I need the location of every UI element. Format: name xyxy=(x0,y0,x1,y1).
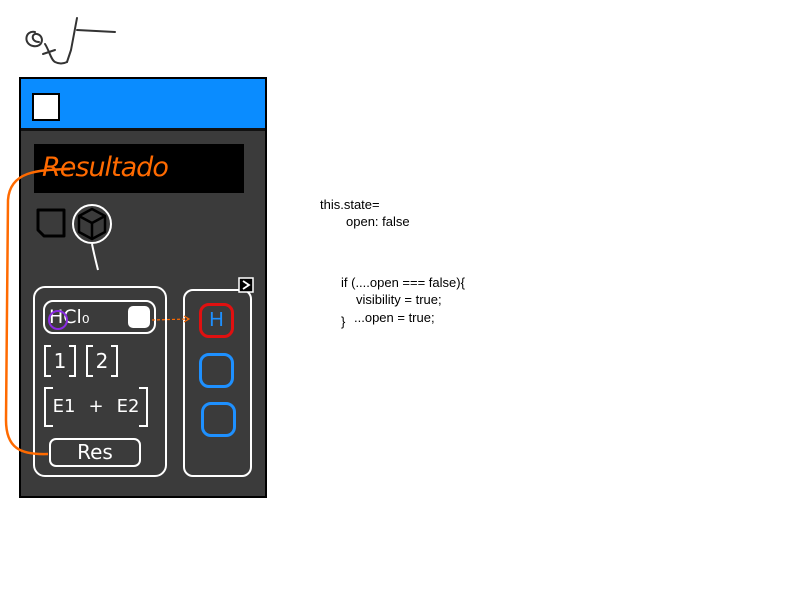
input-panel: HCl₀ 1 2 E1 + E2 Res xyxy=(33,286,167,477)
number-slot-1[interactable]: 1 xyxy=(43,344,77,378)
title-bar xyxy=(21,79,265,131)
equation-plus: + xyxy=(88,396,104,417)
number-slot-1-label: 1 xyxy=(53,349,67,373)
state-note-line1: this.state= xyxy=(320,197,380,212)
if-note-line3: } xyxy=(341,314,346,329)
slot-2[interactable] xyxy=(199,353,234,388)
slot-3[interactable] xyxy=(201,402,236,437)
if-note-line2: visibility = true; xyxy=(356,292,442,307)
res-button[interactable]: Res xyxy=(49,438,141,467)
formula-value: HCl₀ xyxy=(49,306,90,328)
doodle-sketch-icon xyxy=(25,17,116,65)
if-note-line1: if (....open === false){ xyxy=(341,275,465,290)
if-note-line4: ...open = true; xyxy=(354,310,435,325)
slot-1[interactable]: H xyxy=(199,303,234,338)
formula-toggle-button[interactable] xyxy=(128,306,150,328)
number-slot-2[interactable]: 2 xyxy=(85,344,119,378)
equation-term-2: E2 xyxy=(116,396,140,417)
formula-input[interactable]: HCl₀ xyxy=(43,300,156,334)
state-note-line2: open: false xyxy=(346,214,410,229)
page-icon[interactable] xyxy=(35,207,67,239)
equation-term-1: E1 xyxy=(52,396,76,417)
window-menu-button[interactable] xyxy=(32,93,60,121)
result-display: Resultado xyxy=(34,144,244,193)
result-label: Resultado xyxy=(42,152,169,183)
app-window: Resultado HCl₀ 1 2 E1 + E2 xyxy=(19,77,267,498)
number-slot-2-label: 2 xyxy=(95,349,109,373)
equation-slot[interactable]: E1 + E2 xyxy=(43,386,149,428)
cube-icon[interactable] xyxy=(71,203,113,245)
panel-expand-icon[interactable] xyxy=(238,277,254,293)
slots-panel: H xyxy=(183,289,252,477)
